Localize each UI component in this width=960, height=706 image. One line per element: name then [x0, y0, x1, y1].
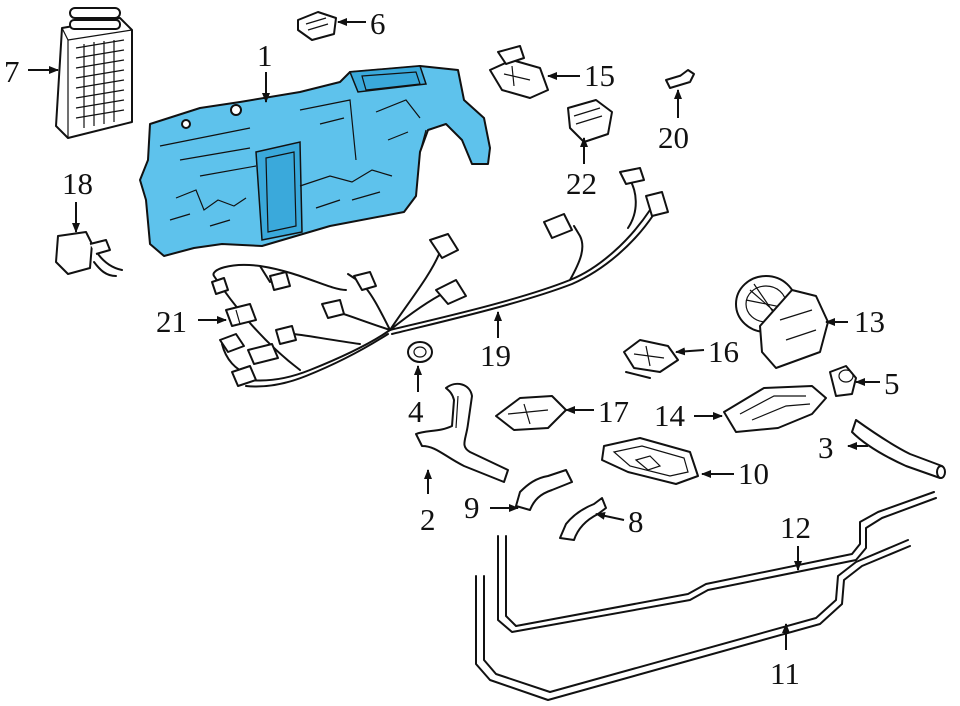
label-1: 1: [257, 38, 273, 73]
label-12: 12: [780, 510, 811, 545]
door-actuator-part-17: [495, 395, 567, 431]
fitting-part-5: [829, 365, 857, 397]
label-14: 14: [654, 398, 686, 433]
label-2: 2: [420, 502, 436, 537]
actuator-part-15: [489, 45, 549, 99]
label-7: 7: [4, 54, 20, 89]
label-11: 11: [770, 656, 800, 691]
label-9: 9: [464, 490, 480, 525]
housing-part-14: [723, 385, 827, 433]
hose-part-8: [559, 497, 607, 541]
hose-part-9: [515, 469, 573, 511]
label-3: 3: [818, 430, 834, 465]
heater-tube-part-11: [475, 539, 911, 701]
label-16: 16: [708, 334, 739, 369]
actuator-part-18: [55, 231, 123, 277]
label-22: 22: [566, 166, 597, 201]
hose-part-3: [851, 419, 946, 479]
label-10: 10: [738, 456, 769, 491]
gasket-part-10: [601, 437, 699, 485]
label-19: 19: [480, 338, 511, 373]
label-17: 17: [598, 394, 629, 429]
blower-motor-part-13: [735, 275, 829, 369]
connector-part-21: [225, 303, 257, 327]
label-6: 6: [370, 6, 386, 41]
label-18: 18: [62, 166, 93, 201]
resistor-part-22: [567, 99, 613, 143]
leader-arrows: [28, 18, 880, 650]
label-15: 15: [584, 58, 615, 93]
label-21: 21: [156, 304, 187, 339]
wiring-harness-part-19: [211, 167, 669, 388]
actuator-part-16: [623, 339, 679, 379]
heater-tube-part-12: [497, 491, 937, 633]
label-4: 4: [408, 394, 424, 429]
hvac-case-part-1: [139, 65, 491, 257]
heater-core-part-7: [55, 7, 133, 139]
label-20: 20: [658, 120, 689, 155]
callout-labels: 1 2 3 4 5 6 7 8 9 10 11 12 13 14 15 16 1…: [4, 6, 900, 691]
label-5: 5: [884, 366, 900, 401]
label-8: 8: [628, 504, 644, 539]
clip-part-6: [297, 11, 337, 41]
grommet-part-4: [407, 341, 433, 363]
label-13: 13: [854, 304, 885, 339]
sensor-part-20: [665, 69, 695, 89]
hose-part-2: [415, 382, 509, 483]
